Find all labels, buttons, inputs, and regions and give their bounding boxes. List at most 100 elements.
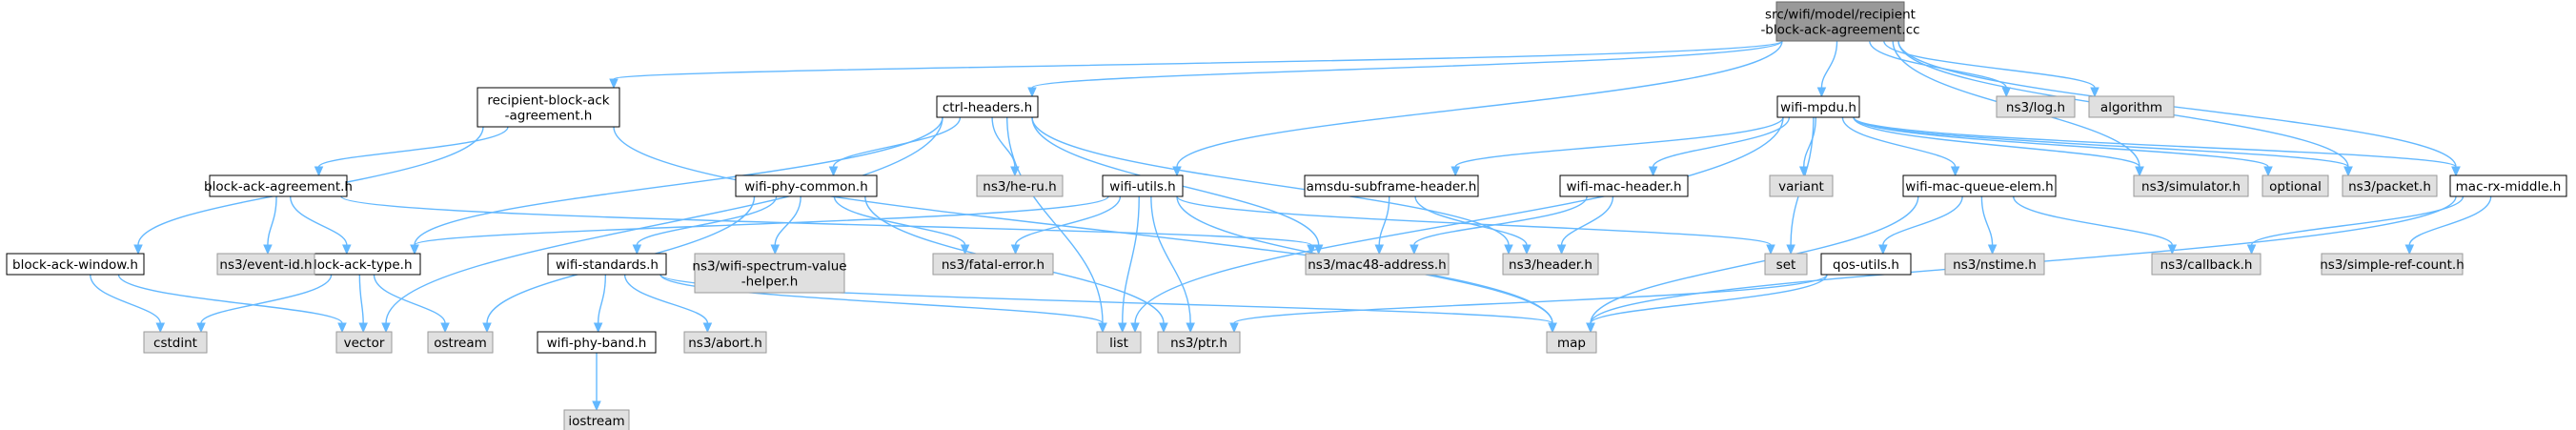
edge-mrm-to-callback: [2246, 195, 2464, 256]
node-label: list: [1109, 336, 1128, 351]
edge-bat-to-ostream: [373, 274, 450, 334]
node-label: variant: [1778, 179, 1824, 195]
node-label: ns3/mac48-address.h: [1308, 257, 1447, 273]
node-label: cstdint: [153, 336, 197, 351]
edge-wutils-to-fatal: [1010, 195, 1122, 256]
node-label: iostream: [568, 414, 624, 429]
node-label: wifi-mac-queue-elem.h: [1905, 179, 2053, 195]
edge-root-to-wutils: [1172, 40, 1783, 177]
edge-wmh-to-mac48: [1410, 195, 1588, 256]
node-rbah[interactable]: recipient-block-ack-agreement.h: [477, 87, 620, 128]
node-heru: ns3/he-ru.h: [976, 174, 1064, 197]
node-mrm[interactable]: mac-rx-middle.h: [2449, 174, 2567, 197]
node-box: [143, 331, 208, 354]
node-label: map: [1557, 336, 1586, 351]
node-label: ns3/event-id.h: [219, 257, 312, 273]
node-label: src/wifi/model/recipient: [1765, 8, 1916, 23]
node-label: ns3/packet.h: [2348, 179, 2431, 195]
edge-root-to-mrm: [1897, 40, 2461, 177]
node-box: [735, 174, 878, 197]
node-fatal: ns3/fatal-error.h: [932, 253, 1054, 276]
node-wstd[interactable]: wifi-standards.h: [547, 253, 667, 276]
node-wmqe[interactable]: wifi-mac-queue-elem.h: [1902, 174, 2057, 197]
node-label: block-ack-window.h: [12, 257, 138, 273]
edge-root-to-ctrl: [1027, 40, 1783, 98]
edge-root-to-rbah: [609, 40, 1783, 90]
edge-bat-to-vector: [358, 274, 368, 334]
edge-mpdu-to-wmh: [1648, 116, 1791, 177]
node-bat[interactable]: block-ack-type.h: [296, 253, 421, 276]
node-packet: ns3/packet.h: [2342, 174, 2438, 197]
edge-rbah-to-baa: [314, 126, 509, 177]
node-box: [2342, 174, 2438, 197]
node-log: ns3/log.h: [1996, 95, 2076, 118]
node-wutils[interactable]: wifi-utils.h: [1102, 174, 1184, 197]
edge-wutils-to-list: [1117, 195, 1140, 334]
node-box: [547, 253, 667, 276]
edge-root-to-mpdu: [1816, 40, 1838, 98]
node-box: [1096, 331, 1142, 354]
node-ctrl[interactable]: ctrl-headers.h: [936, 95, 1039, 118]
node-box: [209, 174, 348, 197]
edge-wstd-to-list: [659, 274, 1107, 334]
node-box: [1902, 174, 2057, 197]
edge-mrm-to-src: [2404, 195, 2492, 256]
node-box: [932, 253, 1054, 276]
node-label: block-ack-agreement.h: [204, 179, 353, 195]
node-label: wifi-mpdu.h: [1780, 100, 1856, 115]
edge-ctrl-to-wpc: [828, 116, 962, 177]
node-map: map: [1546, 331, 1597, 354]
node-label: ostream: [434, 336, 487, 351]
node-baa[interactable]: block-ack-agreement.h: [204, 174, 353, 197]
node-abort: ns3/abort.h: [683, 331, 767, 354]
node-wpb[interactable]: wifi-phy-band.h: [537, 331, 657, 354]
node-label: mac-rx-middle.h: [2456, 179, 2562, 195]
node-amsdu[interactable]: amsdu-subframe-header.h: [1304, 174, 1479, 197]
node-box: [427, 331, 494, 354]
edge-mpdu-to-amsdu: [1450, 116, 1784, 177]
node-wmh[interactable]: wifi-mac-header.h: [1559, 174, 1689, 197]
node-label: vector: [344, 336, 385, 351]
node-label: qos-utils.h: [1833, 257, 1899, 273]
node-box: [1775, 1, 1905, 42]
node-label: wifi-utils.h: [1109, 179, 1175, 195]
node-label: ns3/callback.h: [2160, 257, 2253, 273]
node-label: wifi-mac-header.h: [1566, 179, 1681, 195]
node-box: [1769, 174, 1834, 197]
edge-baw-to-vector: [117, 274, 347, 334]
node-baw[interactable]: block-ack-window.h: [6, 253, 145, 276]
edge-mpdu-to-packet: [1853, 116, 2353, 177]
edge-wstd-to-wpb: [593, 274, 607, 334]
edge-amsdu-to-mac48: [1374, 195, 1390, 256]
node-box: [1304, 174, 1479, 197]
node-mpdu[interactable]: wifi-mpdu.h: [1776, 95, 1860, 118]
node-iostream: iostream: [563, 409, 630, 430]
edge-ctrl-to-vector: [381, 116, 943, 334]
node-wpc[interactable]: wifi-phy-common.h: [735, 174, 878, 197]
node-variant: variant: [1769, 174, 1834, 197]
node-ptr: ns3/ptr.h: [1157, 331, 1241, 354]
node-box: [694, 253, 845, 294]
edge-wutils-to-bat: [410, 195, 1109, 256]
edge-amsdu-to-header: [1414, 195, 1531, 256]
edge-root-to-log: [1869, 40, 2012, 98]
node-nstime: ns3/nstime.h: [1944, 253, 2045, 276]
node-optional: optional: [2262, 174, 2329, 197]
node-label: ns3/simulator.h: [2141, 179, 2241, 195]
edge-wpc-to-wstd: [632, 195, 778, 256]
node-label: ns3/log.h: [2006, 100, 2065, 115]
node-label: ns3/ptr.h: [1170, 336, 1227, 351]
node-box: [2449, 174, 2567, 197]
node-box: [1546, 331, 1597, 354]
edge-wmqe-to-qos: [1878, 195, 1963, 256]
node-qos[interactable]: qos-utils.h: [1820, 253, 1912, 276]
node-label: ns3/abort.h: [688, 336, 762, 351]
edge-mpdu-to-list: [1130, 116, 1784, 334]
node-sim: ns3/simulator.h: [2133, 174, 2249, 197]
node-box: [2321, 253, 2464, 276]
node-box: [1102, 174, 1184, 197]
edge-qos-to-ptr: [1229, 274, 1828, 334]
node-vector: vector: [335, 331, 393, 354]
node-box: [936, 95, 1039, 118]
